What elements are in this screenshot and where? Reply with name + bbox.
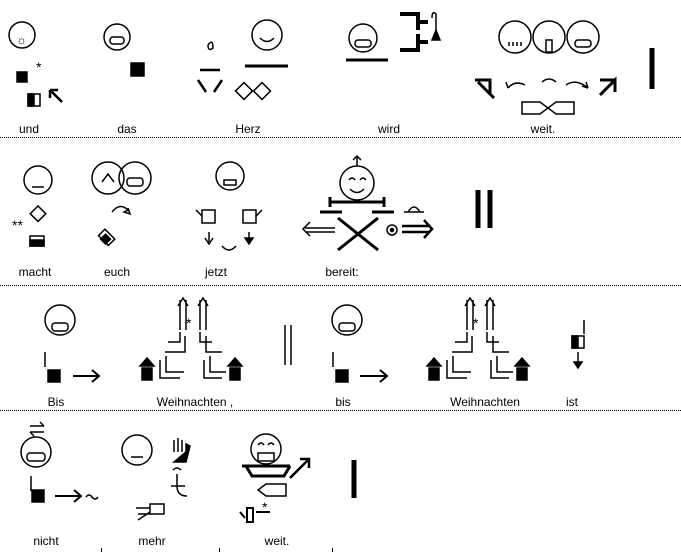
sign-wird (346, 11, 442, 62)
svg-text:☼: ☼ (16, 33, 27, 47)
svg-text:*: * (186, 315, 192, 331)
word-label: Bis (47, 395, 65, 409)
row-divider (0, 410, 681, 411)
word-label: Weihnachten (450, 395, 520, 409)
word-label: mehr (138, 534, 166, 548)
column-tick (332, 548, 333, 552)
sign-weit (475, 20, 617, 115)
double-bar-separator (475, 190, 493, 228)
word-label: Weihnachten , (156, 395, 234, 409)
svg-text:**: ** (12, 217, 23, 233)
svg-text:*: * (262, 499, 268, 515)
word-label: euch (103, 265, 131, 279)
sign-macht: ** (12, 165, 53, 247)
sign-ist (571, 320, 585, 370)
sign-mehr (121, 434, 191, 521)
column-tick (101, 548, 102, 552)
word-label: bis (335, 395, 351, 409)
row-divider (0, 285, 681, 286)
sign-herz (196, 19, 288, 101)
word-label: weit. (530, 122, 556, 136)
svg-text:*: * (473, 315, 479, 331)
thin-double-bar-separator (284, 325, 292, 365)
sign-weit-2: * (239, 433, 311, 523)
sign-bis-2 (331, 304, 389, 383)
word-label: das (117, 122, 137, 136)
column-tick (219, 548, 220, 552)
word-label: weit. (264, 534, 290, 548)
sign-weihnachten-2: * (425, 296, 531, 381)
word-label: bereit: (325, 265, 359, 279)
sign-das (103, 23, 145, 77)
sign-euch (91, 161, 152, 247)
sign-bis (44, 304, 101, 383)
word-label: macht (18, 265, 52, 279)
svg-text:*: * (36, 59, 42, 75)
sign-jetzt (195, 161, 263, 251)
row-divider (0, 137, 681, 138)
word-label: jetzt (204, 265, 228, 279)
word-label: wird (377, 122, 401, 136)
sign-nicht (20, 421, 99, 503)
word-label: Herz (235, 122, 261, 136)
word-label: ist (566, 395, 578, 409)
sign-bereit (301, 154, 434, 252)
sign-und: ☼ * (8, 21, 63, 107)
sign-weihnachten-1: * (138, 296, 244, 381)
word-label: und (18, 122, 40, 136)
word-label: nicht (33, 534, 59, 548)
